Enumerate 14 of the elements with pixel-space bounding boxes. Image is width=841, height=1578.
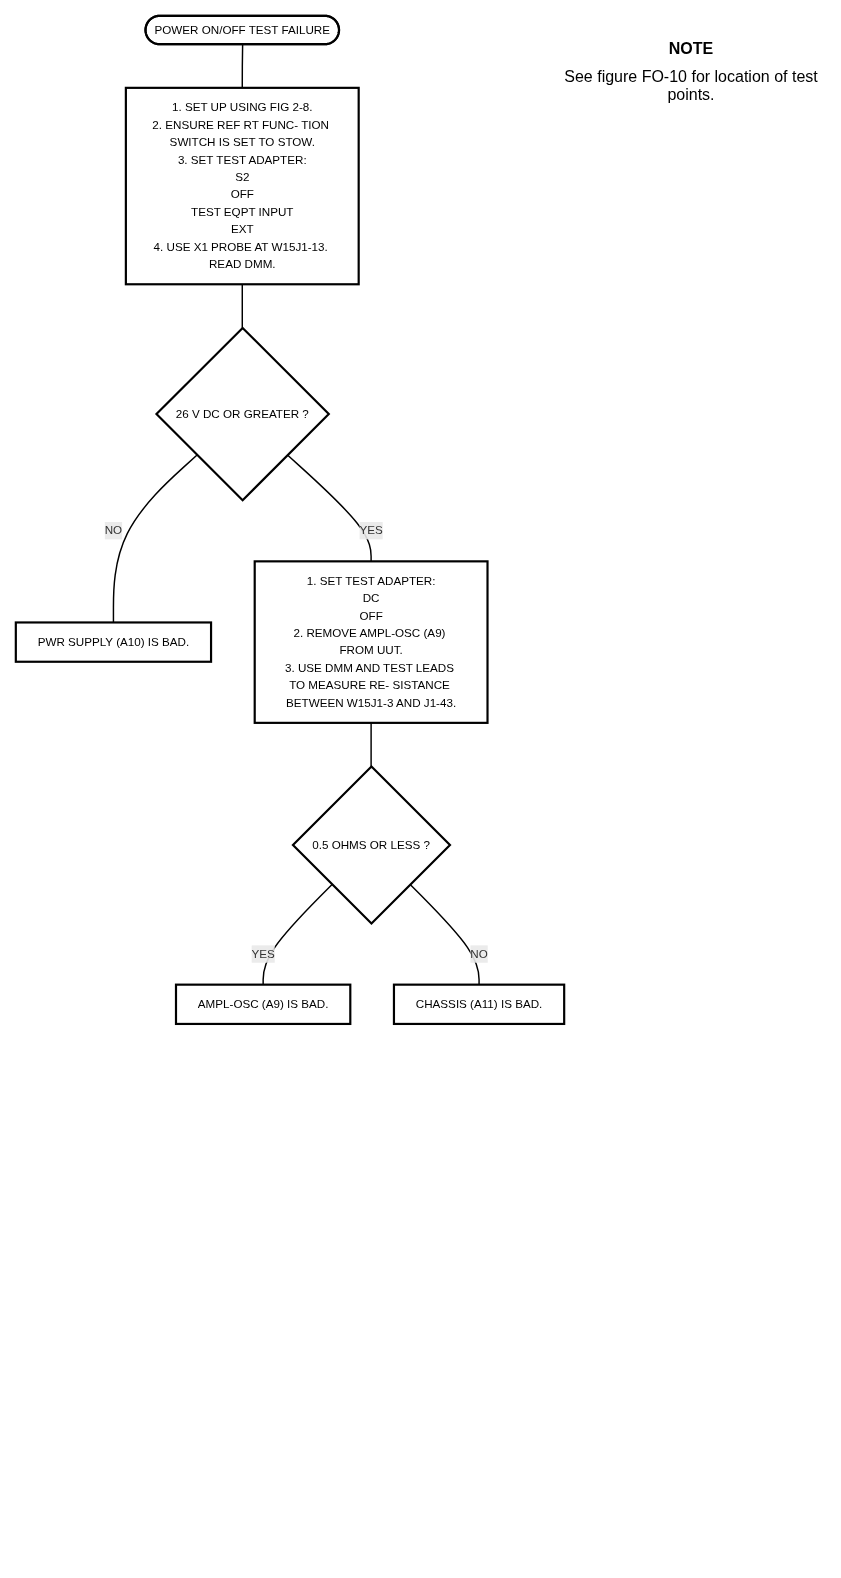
node-diamond: 26 V DC OR GREATER ?: [154, 326, 331, 502]
node-box: AMPL-OSC (A9) IS BAD.: [174, 983, 352, 1026]
edge-label: YES: [251, 947, 275, 960]
node-box: 1. SET UP USING FIG 2-8. 2. ENSURE REF RT FUNC- TION SWITCH IS SET TO STOW. 3. SET TEST ADAPTER: S2 OFF TEST EQPT INPUT EXT 4. USE X1 PROBE AT W15J1-13. READ DMM.: [124, 86, 360, 286]
edge-label: YES: [359, 524, 383, 537]
node-box: 1. SET TEST ADAPTER: DC OFF 2. REMOVE AMPL-OSC (A9) FROM UUT. 3. USE DMM AND TEST LEADS TO MEASURE RE- SISTANCE BETWEEN W15J1-3 AND J1-43.: [253, 560, 489, 724]
edge-label: NO: [470, 947, 488, 960]
connector: [370, 722, 372, 768]
node-box: CHASSIS (A11) IS BAD.: [392, 983, 566, 1026]
edge-label: NO: [104, 524, 123, 537]
node-diamond: 0.5 OHMS OR LESS ?: [291, 764, 452, 926]
note-heading: NOTE: [667, 40, 715, 58]
note-text: See figure FO-10 for location of test points.: [563, 68, 819, 104]
node-box: PWR SUPPLY (A10) IS BAD.: [14, 621, 213, 663]
